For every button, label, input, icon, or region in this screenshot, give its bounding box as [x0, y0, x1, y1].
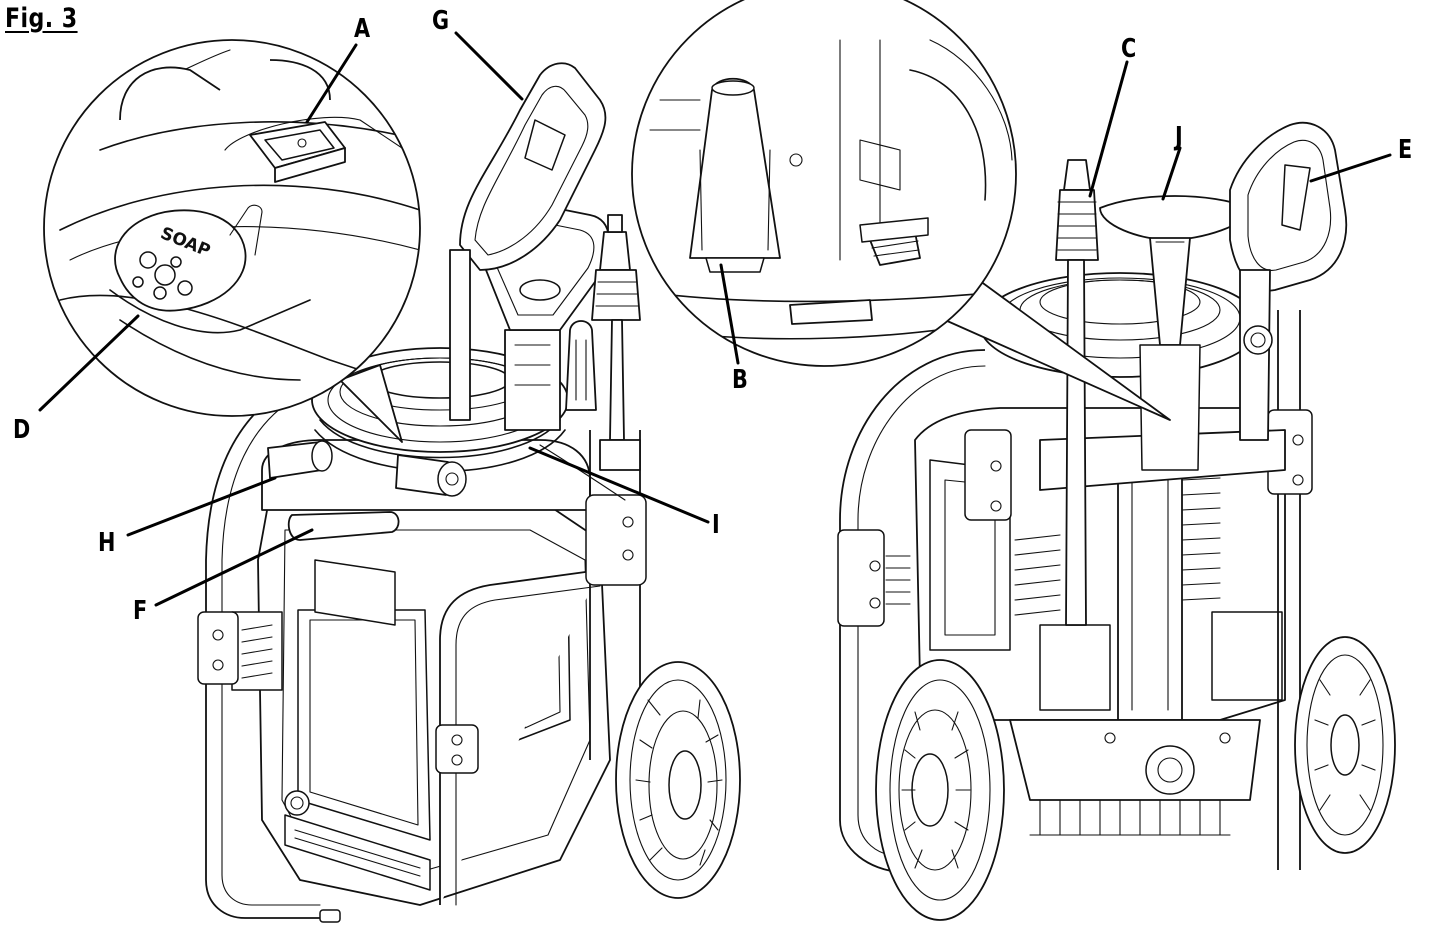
callout-i: I	[712, 510, 720, 540]
leader-d	[38, 314, 140, 412]
callout-d: D	[13, 415, 31, 445]
leader-e	[1309, 153, 1392, 183]
callout-g: G	[432, 6, 450, 36]
leader-g	[454, 31, 524, 101]
leader-a	[305, 43, 358, 124]
callout-b: B	[732, 365, 748, 395]
right-unit-drawing	[837, 121, 1396, 921]
soap-cap-detail-circle: SOAP	[43, 39, 421, 443]
leader-h	[126, 476, 277, 537]
callout-f: F	[133, 596, 148, 626]
callout-a: A	[354, 14, 371, 44]
leader-c	[1088, 60, 1129, 198]
leader-f	[154, 528, 314, 607]
callout-j: J	[1175, 122, 1183, 152]
callout-e: E	[1398, 135, 1413, 165]
leader-j	[1161, 146, 1182, 201]
figure-title: Fig. 3	[5, 3, 78, 34]
callout-h: H	[98, 528, 116, 558]
leader-b	[719, 263, 740, 365]
callout-leaders	[38, 31, 1392, 607]
callout-c: C	[1121, 34, 1137, 64]
leader-i	[528, 446, 710, 524]
